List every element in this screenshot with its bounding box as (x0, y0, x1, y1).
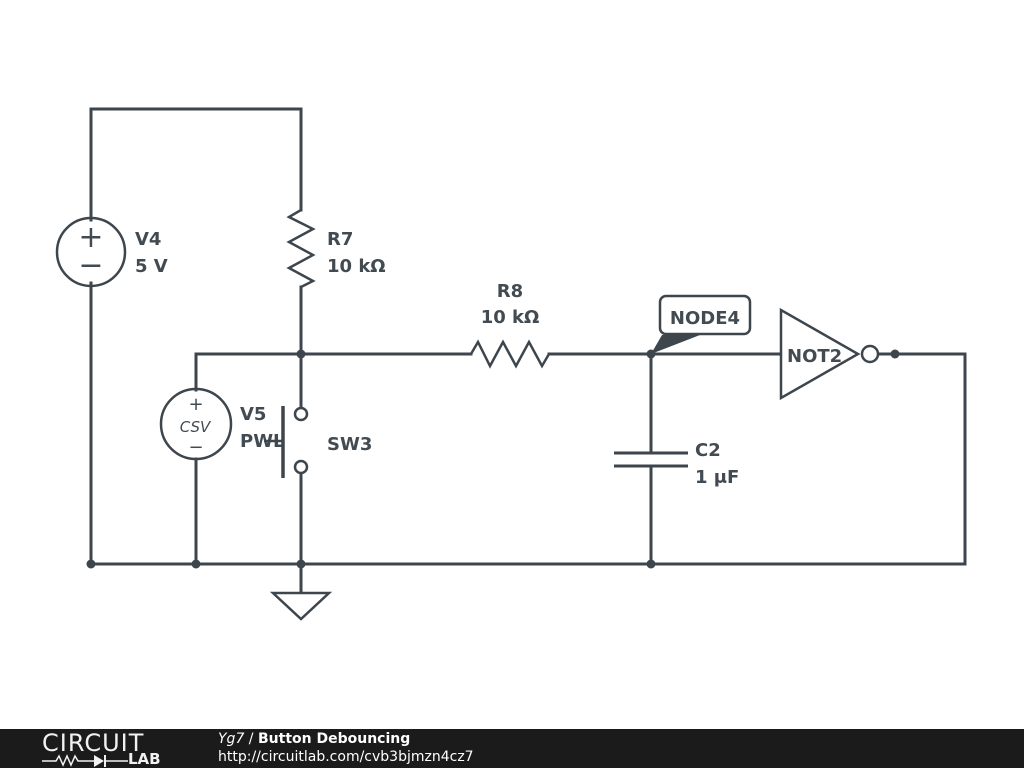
component-not2[interactable]: NOT2 (779, 307, 880, 401)
footer-title: Yg7 / Button Debouncing (218, 731, 410, 747)
r7-value-label: 10 kΩ (327, 256, 386, 277)
voltage-source-icon (55, 216, 127, 288)
component-v4[interactable]: + − V4 5 V (55, 216, 168, 288)
component-c2[interactable]: C2 1 μF (614, 440, 739, 488)
ground-symbol (269, 591, 333, 621)
v5-minus: − (188, 437, 203, 458)
component-sw3[interactable]: SW3 (264, 406, 372, 478)
logo-text-circuit: CIRCUIT (42, 729, 145, 757)
v4-name-label: V4 (135, 229, 161, 250)
circuitlab-logo[interactable]: CIRCUIT LAB (42, 729, 177, 768)
wires (89, 107, 967, 594)
node-label-node4[interactable]: NODE4 (651, 294, 752, 354)
c2-name-label: C2 (695, 440, 721, 461)
resistor-diode-logo-icon (42, 754, 128, 767)
footer-separator: / (244, 731, 258, 747)
switch-contact-bottom (293, 459, 309, 475)
v4-value-label: 5 V (135, 256, 168, 277)
v5-plus: + (188, 394, 203, 415)
not2-name-label: NOT2 (787, 346, 842, 367)
csv-source-icon (159, 387, 233, 461)
r8-name-label: R8 (497, 281, 523, 302)
switch-contact-top (293, 406, 309, 422)
v4-plus: + (78, 220, 103, 255)
logo-text-lab: LAB (128, 750, 161, 768)
junction-dot (890, 349, 900, 359)
footer-circuit-name[interactable]: Button Debouncing (257, 731, 411, 747)
v5-name-label: V5 (240, 404, 266, 425)
junctions (86, 349, 900, 569)
junction-dot (296, 559, 306, 569)
c2-value-label: 1 μF (695, 467, 739, 488)
junction-dot (646, 559, 656, 569)
node-label-pointer (651, 335, 700, 354)
wire-output-loop (89, 352, 967, 566)
node4-label-text: NODE4 (670, 308, 740, 329)
footer-username[interactable]: Yg7 (218, 731, 245, 747)
component-v5[interactable]: + CSV − V5 PWL (159, 387, 285, 461)
node-label-box (658, 294, 752, 336)
ground-icon (269, 591, 333, 621)
junction-dot (296, 349, 306, 359)
footer-url[interactable]: http://circuitlab.com/cvb3bjmzn4cz7 (218, 749, 474, 765)
r7-name-label: R7 (327, 229, 353, 250)
inverter-triangle-icon (779, 307, 861, 401)
wire-top-loop (89, 107, 303, 222)
v5-value-label: PWL (240, 431, 285, 452)
junction-dot (191, 559, 201, 569)
resistor-icon (469, 339, 551, 369)
r8-value-label: 10 kΩ (481, 307, 540, 328)
v4-minus: − (78, 248, 103, 283)
component-r7[interactable]: R7 10 kΩ (286, 208, 386, 289)
component-r8[interactable]: R8 10 kΩ (469, 281, 551, 369)
footer-bar: CIRCUIT LAB Yg7 / Button Debouncing http… (0, 729, 1024, 768)
resistor-icon (286, 208, 316, 289)
inverter-bubble-icon (860, 344, 880, 364)
sw3-name-label: SW3 (327, 434, 372, 455)
v5-inner-label: CSV (180, 418, 212, 436)
junction-dot (86, 559, 96, 569)
